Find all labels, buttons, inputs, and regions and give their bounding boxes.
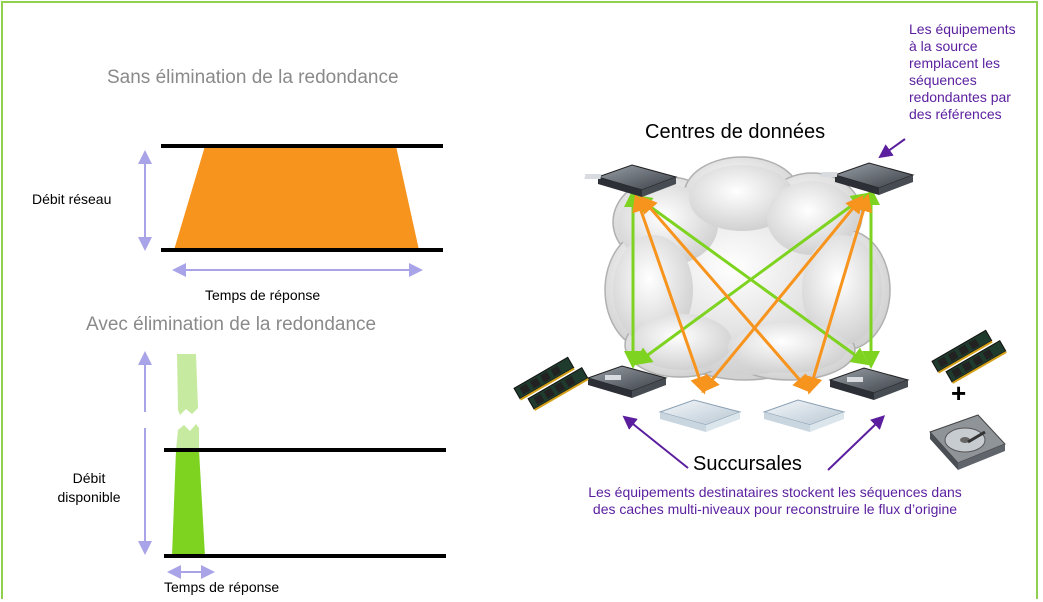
branch-right-callout-arrow [827, 415, 886, 471]
memory-modules-right-icon [931, 329, 1007, 384]
branches-label: Succursales [693, 453, 802, 475]
branch-left-callout-arrow [622, 415, 689, 469]
bottom-y-axis-label: Débit disponible [57, 470, 121, 505]
orange-links [632, 193, 873, 395]
branch-appliance-left [586, 365, 668, 398]
hard-drive-icon [929, 414, 1006, 470]
light-green-lower-column [176, 424, 199, 450]
datacenters-label: Centres de données [645, 121, 826, 143]
top-throughput-chart [138, 144, 443, 277]
bottom-throughput-chart [138, 351, 446, 579]
top-y-axis-label: Débit réseau [32, 191, 112, 207]
branch-cache-left [658, 399, 742, 432]
light-green-upper-column [177, 354, 198, 415]
datacenter-appliance-right [820, 162, 915, 195]
branch-cache-right [762, 399, 846, 432]
branch-appliance-right [828, 367, 910, 400]
memory-modules-left-icon [513, 356, 589, 411]
bottom-chart-title: Avec élimination de la redondance [86, 314, 377, 335]
green-available-column [172, 450, 205, 556]
plus-sign: + [951, 378, 967, 408]
datacenter-appliance-left [584, 164, 678, 197]
top-x-axis-label: Temps de réponse [205, 287, 321, 303]
source-equipment-note: Les équipements à la source remplacent l… [909, 21, 1016, 122]
bottom-x-axis-label: Temps de réponse [164, 579, 280, 595]
orange-traffic-trapezoid [174, 146, 419, 250]
destination-equipment-note: Les équipements destinataires stockent l… [588, 484, 962, 517]
top-chart-title: Sans élimination de la redondance [107, 67, 399, 88]
source-callout-arrow [878, 138, 906, 159]
